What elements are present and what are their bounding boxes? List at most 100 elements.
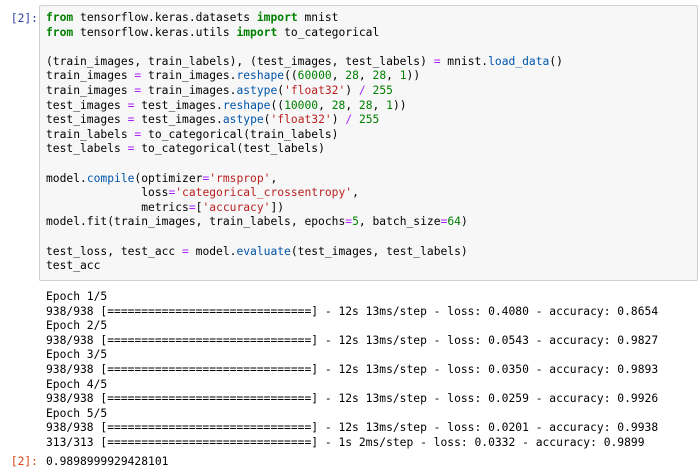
code-line: test_labels = to_categorical(test_labels… xyxy=(46,142,563,157)
code-token: 5 xyxy=(352,215,359,229)
code-token: ) xyxy=(345,83,359,97)
code-token: to_categorical(test_labels) xyxy=(134,142,325,156)
code-line: from tensorflow.keras.utils import to_ca… xyxy=(46,26,563,41)
code-token: to_categorical xyxy=(277,25,380,39)
code-token: mnist xyxy=(297,11,339,24)
code-token: test_images. xyxy=(134,113,223,127)
output-line: 938/938 [==============================]… xyxy=(46,392,659,406)
code-token: load_data xyxy=(488,54,550,68)
code-token: tensorflow.keras.utils xyxy=(73,25,237,39)
code-line: test_images = test_images.reshape((10000… xyxy=(46,99,563,114)
code-token: model. xyxy=(188,244,237,258)
code-line xyxy=(46,230,563,245)
code-token: 1 xyxy=(386,98,393,112)
code-line: train_images = train_images.astype('floa… xyxy=(46,84,563,99)
code-token: compile xyxy=(86,171,135,185)
code-line: model.fit(train_images, train_labels, ep… xyxy=(46,215,563,230)
code-token: [ xyxy=(195,200,203,214)
code-token: = xyxy=(134,83,142,97)
code-token: = xyxy=(127,98,135,112)
code-token: mnist. xyxy=(440,54,489,68)
code-token: from xyxy=(46,25,74,39)
output-line: Epoch 3/5 xyxy=(46,348,108,362)
code-token: 10000 xyxy=(284,98,319,112)
code-token: , xyxy=(386,69,400,83)
code-token: 'float32' xyxy=(284,83,346,97)
code-line: test_images = test_images.astype('float3… xyxy=(46,113,563,128)
code-token: test_acc xyxy=(46,259,101,273)
code-line: train_images = train_images.reshape((600… xyxy=(46,69,563,84)
output-line: Epoch 4/5 xyxy=(46,377,108,391)
code-token: train_images. xyxy=(141,83,237,97)
code-token: (( xyxy=(284,69,298,83)
code-editor[interactable]: from tensorflow.keras.datasets import mn… xyxy=(39,5,698,281)
code-token: (optimizer xyxy=(134,171,203,185)
code-token: = xyxy=(188,200,196,214)
code-token: reshape xyxy=(222,98,271,112)
code-token: , xyxy=(270,171,278,185)
code-line xyxy=(46,157,563,172)
code-token: (train_images, train_labels), (test_imag… xyxy=(46,54,434,68)
code-line: metrics=['accuracy']) xyxy=(46,201,563,216)
code-token: from xyxy=(46,11,74,24)
code-token: test_images xyxy=(46,98,128,112)
code-token: 'float32' xyxy=(270,113,332,127)
code-line: from tensorflow.keras.datasets import mn… xyxy=(46,11,563,26)
code-token: = xyxy=(134,127,142,141)
code-token: tensorflow.keras.datasets xyxy=(73,11,257,24)
code-token: ( xyxy=(277,83,285,97)
output-prompt: [2]: xyxy=(10,455,38,468)
output-line: Epoch 1/5 xyxy=(46,290,108,303)
code-token: = xyxy=(127,142,135,156)
code-token: , xyxy=(358,69,373,83)
code-token xyxy=(366,84,373,97)
output-line: 938/938 [==============================]… xyxy=(46,333,659,347)
code-token: train_images xyxy=(46,69,135,83)
code-line: train_labels = to_categorical(train_labe… xyxy=(46,128,563,143)
code-token xyxy=(352,113,359,126)
code-token: import xyxy=(236,25,278,39)
code-token: loss xyxy=(46,186,169,200)
input-prompt: [2]: xyxy=(10,12,38,25)
code-token: = xyxy=(168,186,176,200)
code-token: train_images xyxy=(46,83,135,97)
code-token: 60000 xyxy=(297,69,332,83)
code-token: 'rmsprop' xyxy=(209,171,271,185)
code-token: / xyxy=(358,83,366,97)
code-token: train_images. xyxy=(141,69,237,83)
code-token: 'accuracy' xyxy=(202,200,271,214)
code-token: 1 xyxy=(399,69,407,83)
code-token: / xyxy=(345,113,353,127)
code-token: metrics xyxy=(46,200,189,214)
code-token: model.fit(train_images, train_labels, ep… xyxy=(46,215,346,229)
code-line: model.compile(optimizer='rmsprop', xyxy=(46,172,563,187)
code-token: model. xyxy=(46,171,87,185)
code-line xyxy=(46,40,563,55)
output-line: 938/938 [==============================]… xyxy=(46,362,659,376)
code-token: 28 xyxy=(372,69,387,83)
code-token: ( xyxy=(263,113,271,127)
code-token: to_categorical(train_labels) xyxy=(141,127,339,141)
code-token: = xyxy=(134,69,142,83)
code-token: astype xyxy=(236,83,278,97)
code-token: ]) xyxy=(270,200,285,214)
code-token: test_images xyxy=(46,113,128,127)
code-text[interactable]: from tensorflow.keras.datasets import mn… xyxy=(46,11,563,274)
code-token: = xyxy=(202,171,210,185)
output-line: Epoch 5/5 xyxy=(46,406,108,420)
output-line: 313/313 [==============================]… xyxy=(46,435,645,449)
code-token: )) xyxy=(392,98,407,112)
code-token: , xyxy=(331,69,346,83)
code-token: , batch_size xyxy=(358,215,441,229)
output-line: 938/938 [==============================]… xyxy=(46,304,659,318)
code-token: ) xyxy=(331,113,346,127)
code-token: = xyxy=(345,215,353,229)
execute-result: 0.9898999929428101 xyxy=(46,455,169,468)
code-token: reshape xyxy=(236,69,285,83)
code-token: 28 xyxy=(345,69,359,83)
code-token: )) xyxy=(406,69,421,83)
output-line: 938/938 [==============================]… xyxy=(46,421,659,435)
code-token: , xyxy=(352,186,359,200)
code-token: 255 xyxy=(358,113,380,127)
